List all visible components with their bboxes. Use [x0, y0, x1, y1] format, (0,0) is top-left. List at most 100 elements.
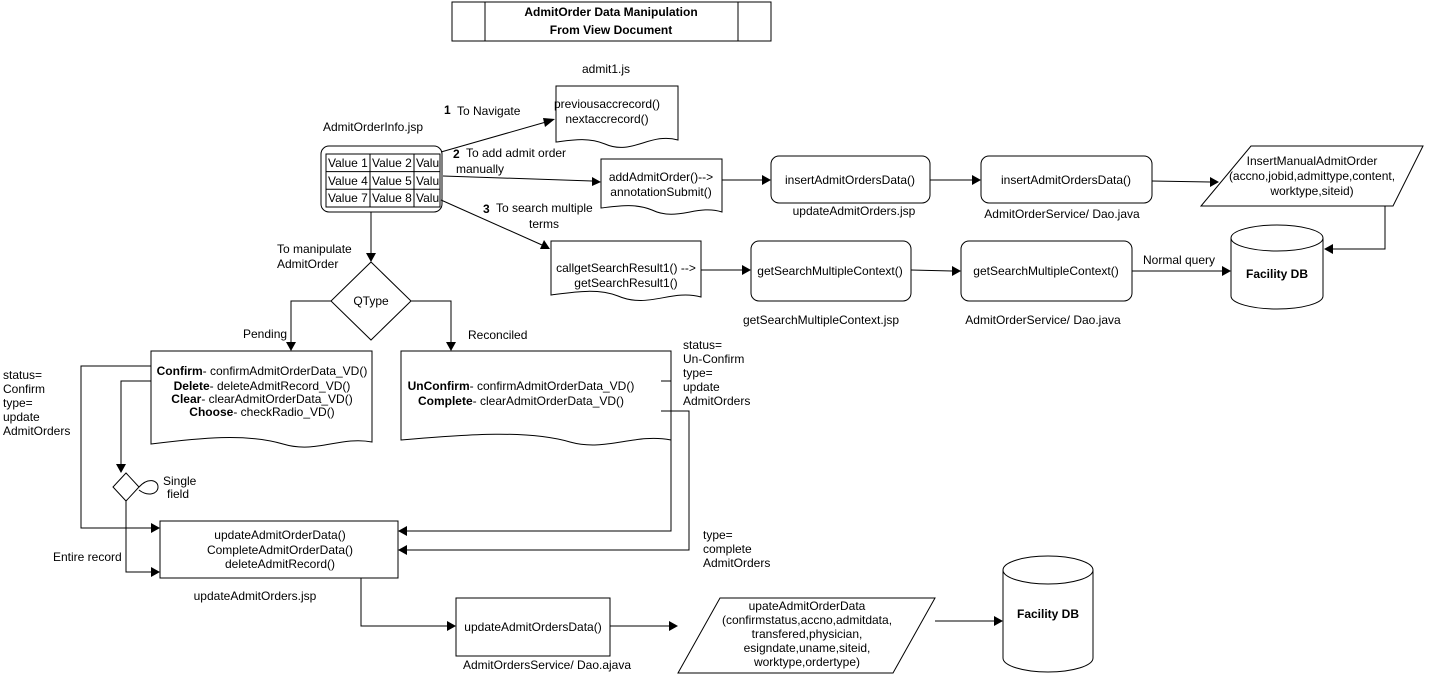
- svg-text:type=: type=: [703, 528, 733, 542]
- table-cell: Valu: [416, 156, 439, 170]
- admit-order-info-label: AdmitOrderInfo.jsp: [323, 120, 423, 134]
- search-call-line-1: callgetSearchResult1() -->: [556, 261, 696, 275]
- add-admit-document: addAdmitOrder()--> annotationSubmit(): [600, 158, 723, 215]
- search-call-line-2: getSearchResult1(): [574, 276, 677, 290]
- svg-text:type=: type=: [683, 366, 713, 380]
- table-cell: Value 4: [328, 174, 368, 188]
- insert-service-box: insertAdmitOrdersData(): [980, 155, 1153, 204]
- table-cell: Value 8: [372, 191, 412, 205]
- admit-js-label: admit1.js: [582, 62, 630, 76]
- svg-text:AdmitOrders: AdmitOrders: [703, 556, 770, 570]
- insert-jsp-text: insertAdmitOrdersData(): [785, 173, 915, 187]
- search-call-document: callgetSearchResult1() --> getSearchResu…: [550, 240, 702, 301]
- connectors: [80, 118, 1386, 631]
- entire-record-label: Entire record: [53, 550, 122, 564]
- step-3-text-1: To search multiple: [496, 201, 593, 215]
- update-jsp-line-1: updateAdmitOrderData(): [214, 528, 345, 542]
- insert-manual-line-1: InsertManualAdmitOrder: [1247, 154, 1378, 168]
- status-unconfirm-note: status= Un-Confirm type= update AdmitOrd…: [683, 338, 750, 408]
- facility-db-label-2: Facility DB: [1017, 607, 1079, 621]
- svg-text:type=: type=: [3, 396, 33, 410]
- normal-query-label: Normal query: [1143, 253, 1215, 267]
- update-data-line-4: esigndate,uname,siteid,: [744, 641, 871, 655]
- table-cell: Value 7: [328, 191, 368, 205]
- search-jsp-box: getSearchMultipleContext(): [750, 240, 912, 302]
- single-label-2: field: [167, 487, 189, 501]
- pending-line-1: Confirm- confirmAdmitOrderData_VD(): [157, 364, 368, 378]
- reconciled-line-2: Complete- clearAdmitOrderData_VD(): [418, 394, 624, 408]
- field-decision: [112, 472, 140, 502]
- step-2-text-1: To add admit order: [466, 146, 566, 160]
- update-service-caption: AdmitOrdersService/ Dao.ajava: [463, 658, 631, 672]
- update-data-line-5: worktype,ordertype): [753, 655, 860, 669]
- table-cell: Value 1: [328, 156, 368, 170]
- search-jsp-caption: getSearchMultipleContext.jsp: [743, 313, 899, 327]
- search-jsp-text: getSearchMultipleContext(): [757, 264, 902, 278]
- reconciled-line-1: UnConfirm- confirmAdmitOrderData_VD(): [408, 379, 635, 393]
- update-jsp-box: updateAdmitOrderData() CompleteAdmitOrde…: [159, 520, 399, 579]
- svg-text:status=: status=: [683, 338, 722, 352]
- svg-text:update: update: [683, 380, 720, 394]
- pending-document: Confirm- confirmAdmitOrderData_VD() Dele…: [150, 350, 373, 448]
- facility-db-cylinder-1: Facility DB: [1230, 224, 1324, 310]
- reconciled-label: Reconciled: [468, 328, 527, 342]
- pending-line-2: Delete- deleteAdmitRecord_VD(): [174, 379, 351, 393]
- svg-text:AdmitOrders: AdmitOrders: [683, 394, 750, 408]
- step-2-number: 2: [453, 147, 460, 161]
- insert-jsp-box: insertAdmitOrdersData(): [770, 155, 931, 204]
- add-admit-line-2: annotationSubmit(): [610, 185, 711, 199]
- step-1-number: 1: [444, 103, 451, 117]
- add-admit-line-1: addAdmitOrder()-->: [609, 170, 713, 184]
- table-cell: Value 2: [372, 156, 412, 170]
- step-3-number: 3: [483, 202, 490, 216]
- svg-text:Un-Confirm: Un-Confirm: [683, 352, 744, 366]
- update-data-line-3: transfered,physician,: [752, 627, 863, 641]
- update-data-line-2: (confirmstatus,accno,admitdata,: [722, 613, 892, 627]
- svg-text:update: update: [3, 410, 40, 424]
- admit-js-line-1: previousaccrecord(): [554, 97, 660, 111]
- svg-text:status=: status=: [3, 368, 42, 382]
- qtype-label: QType: [353, 294, 389, 308]
- manipulate-label-2: AdmitOrder: [277, 257, 338, 271]
- title-line-2: From View Document: [550, 23, 672, 37]
- svg-text:AdmitOrders: AdmitOrders: [3, 424, 70, 438]
- insert-manual-parallelogram: InsertManualAdmitOrder (accno,jobid,admi…: [1199, 145, 1424, 207]
- admit-js-line-2: nextaccrecord(): [565, 112, 648, 126]
- search-service-text: getSearchMultipleContext(): [973, 264, 1118, 278]
- update-jsp-line-3: deleteAdmitRecord(): [225, 557, 335, 571]
- table-cell: Value 5: [372, 174, 412, 188]
- update-data-parallelogram: upateAdmitOrderData (confirmstatus,accno…: [677, 597, 936, 674]
- admit-order-info-table: Value 1 Value 2 Valu Value 4 Value 5 Val…: [320, 145, 443, 213]
- update-jsp-caption: updateAdmitOrders.jsp: [194, 589, 317, 603]
- insert-service-caption: AdmitOrderService/ Dao.java: [984, 207, 1140, 221]
- svg-text:Confirm: Confirm: [3, 382, 45, 396]
- update-jsp-line-2: CompleteAdmitOrderData(): [207, 543, 353, 557]
- title-box: AdmitOrder Data Manipulation From View D…: [451, 1, 772, 42]
- update-service-text: updateAdmitOrdersData(): [464, 620, 601, 634]
- insert-service-text: insertAdmitOrdersData(): [1001, 173, 1131, 187]
- update-data-line-1: upateAdmitOrderData: [749, 599, 866, 613]
- svg-text:complete: complete: [703, 542, 752, 556]
- status-confirm-note: status= Confirm type= update AdmitOrders: [3, 368, 70, 438]
- title-line-1: AdmitOrder Data Manipulation: [524, 5, 697, 19]
- admit-js-document: previousaccrecord() nextaccrecord(): [554, 85, 679, 148]
- pending-label: Pending: [243, 327, 287, 341]
- search-service-box: getSearchMultipleContext(): [960, 240, 1133, 302]
- search-service-caption: AdmitOrderService/ Dao.java: [965, 313, 1121, 327]
- type-complete-note: type= complete AdmitOrders: [703, 528, 770, 570]
- facility-db-label-1: Facility DB: [1246, 267, 1308, 281]
- insert-manual-line-3: worktype,siteid): [1269, 184, 1353, 198]
- step-1-text: To Navigate: [457, 104, 521, 118]
- manipulate-label-1: To manipulate: [277, 242, 352, 256]
- facility-db-cylinder-2: Facility DB: [1002, 555, 1094, 673]
- reconciled-document: UnConfirm- confirmAdmitOrderData_VD() Co…: [400, 350, 672, 446]
- single-label-1: Single: [163, 474, 197, 488]
- step-3-text-2: terms: [529, 217, 559, 231]
- table-cell: Valu: [416, 191, 439, 205]
- update-service-box: updateAdmitOrdersData(): [455, 597, 611, 657]
- qtype-decision: QType: [330, 261, 412, 341]
- insert-jsp-caption: updateAdmitOrders.jsp: [793, 204, 916, 218]
- insert-manual-line-2: (accno,jobid,admittype,content,: [1229, 169, 1395, 183]
- table-cell: Valu: [416, 174, 439, 188]
